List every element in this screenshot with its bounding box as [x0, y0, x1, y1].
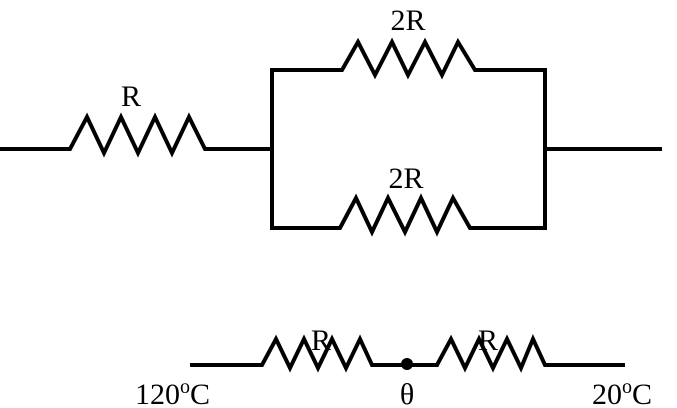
parallel-bottom-label: 2R [388, 162, 423, 195]
left-resistor-label: R [311, 324, 331, 357]
right-temperature-label: 20oC [592, 376, 652, 408]
junction-theta-label: θ [400, 378, 414, 408]
right-resistor-label: R [478, 324, 498, 357]
series-resistor-label: R [121, 80, 141, 113]
bottom-circuit: R R 120oC θ 20oC [135, 324, 652, 408]
left-temperature-label: 120oC [135, 376, 210, 408]
parallel-top-label: 2R [390, 4, 425, 37]
junction-dot [401, 358, 413, 370]
parallel-top-resistor [270, 37, 547, 80]
top-circuit: R 2R 2R [0, 4, 662, 237]
parallel-bottom-resistor [270, 193, 547, 237]
series-resistor-with-leads [0, 112, 272, 158]
